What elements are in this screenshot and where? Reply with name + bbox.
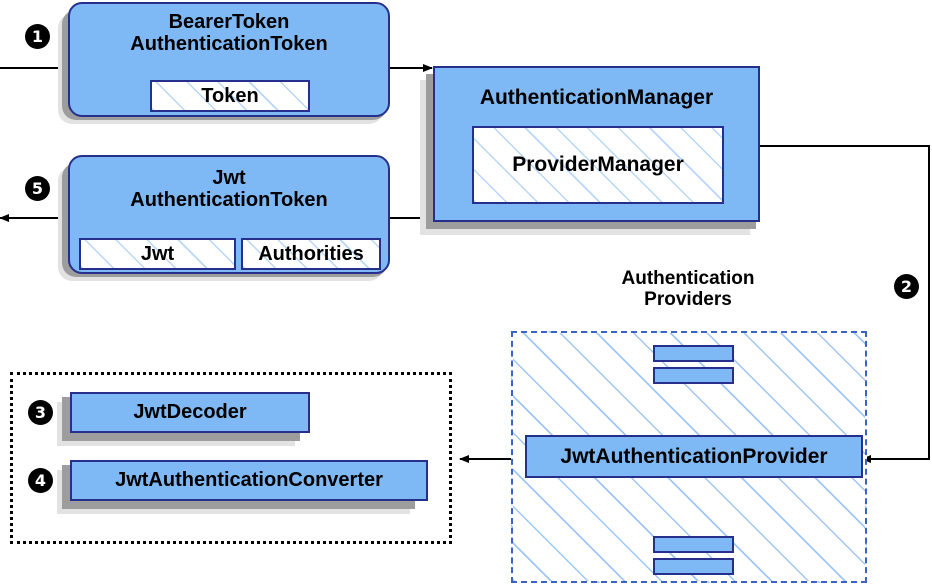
provider-bar-3 <box>653 536 734 553</box>
jwt-authentication-provider-node[interactable]: JwtAuthenticationProvider <box>525 435 863 478</box>
authentication-manager-compartment-provider-manager: ProviderManager <box>472 126 724 204</box>
jwt-support-group-region <box>10 372 452 544</box>
authentication-providers-label-line2: Providers <box>644 289 732 311</box>
arrow-manager-to-provider <box>760 145 930 463</box>
jwt-authentication-provider-title: JwtAuthenticationProvider <box>560 444 828 468</box>
authentication-manager-node[interactable]: AuthenticationManager ProviderManager <box>433 66 760 222</box>
provider-bar-2 <box>653 367 734 384</box>
bearer-token-compartment-token: Token <box>150 80 310 112</box>
bearer-token-compartment-token-label: Token <box>201 84 259 107</box>
jwt-decoder-title: JwtDecoder <box>133 401 247 424</box>
jwt-token-compartment-authorities-label: Authorities <box>258 242 364 265</box>
provider-bar-4 <box>653 558 734 575</box>
jwt-token-title-line1: Jwt <box>212 167 246 189</box>
step-marker-2: 2 <box>894 274 919 299</box>
step-marker-5: 5 <box>25 176 50 201</box>
jwt-authentication-converter-title: JwtAuthenticationConverter <box>115 469 383 492</box>
jwt-decoder-node[interactable]: JwtDecoder <box>70 392 310 433</box>
jwt-token-compartment-authorities: Authorities <box>241 238 381 270</box>
provider-bar-1 <box>653 345 734 362</box>
authentication-providers-label: Authentication Providers <box>588 268 788 311</box>
jwt-token-compartment-jwt-label: Jwt <box>140 242 175 265</box>
authentication-providers-label-line1: Authentication <box>621 268 755 289</box>
jwt-authentication-token-node[interactable]: Jwt AuthenticationToken Jwt Authorities <box>68 155 390 274</box>
bearer-token-title-line2: AuthenticationToken <box>130 33 328 56</box>
bearer-token-title: BearerToken AuthenticationToken <box>70 11 388 56</box>
step-marker-3: 3 <box>28 400 53 425</box>
authentication-manager-title: AuthenticationManager <box>479 86 714 109</box>
bearer-token-title-line1: BearerToken <box>168 11 290 33</box>
bearer-token-authentication-token-node[interactable]: BearerToken AuthenticationToken Token <box>68 2 390 117</box>
step-marker-4: 4 <box>28 468 53 493</box>
jwt-token-title-line2: AuthenticationToken <box>130 189 328 212</box>
jwt-token-title: Jwt AuthenticationToken <box>70 167 388 212</box>
jwt-token-compartment-jwt: Jwt <box>79 238 236 270</box>
step-marker-1: 1 <box>25 24 50 49</box>
provider-manager-label: ProviderManager <box>512 153 684 176</box>
jwt-authentication-converter-node[interactable]: JwtAuthenticationConverter <box>70 460 428 501</box>
